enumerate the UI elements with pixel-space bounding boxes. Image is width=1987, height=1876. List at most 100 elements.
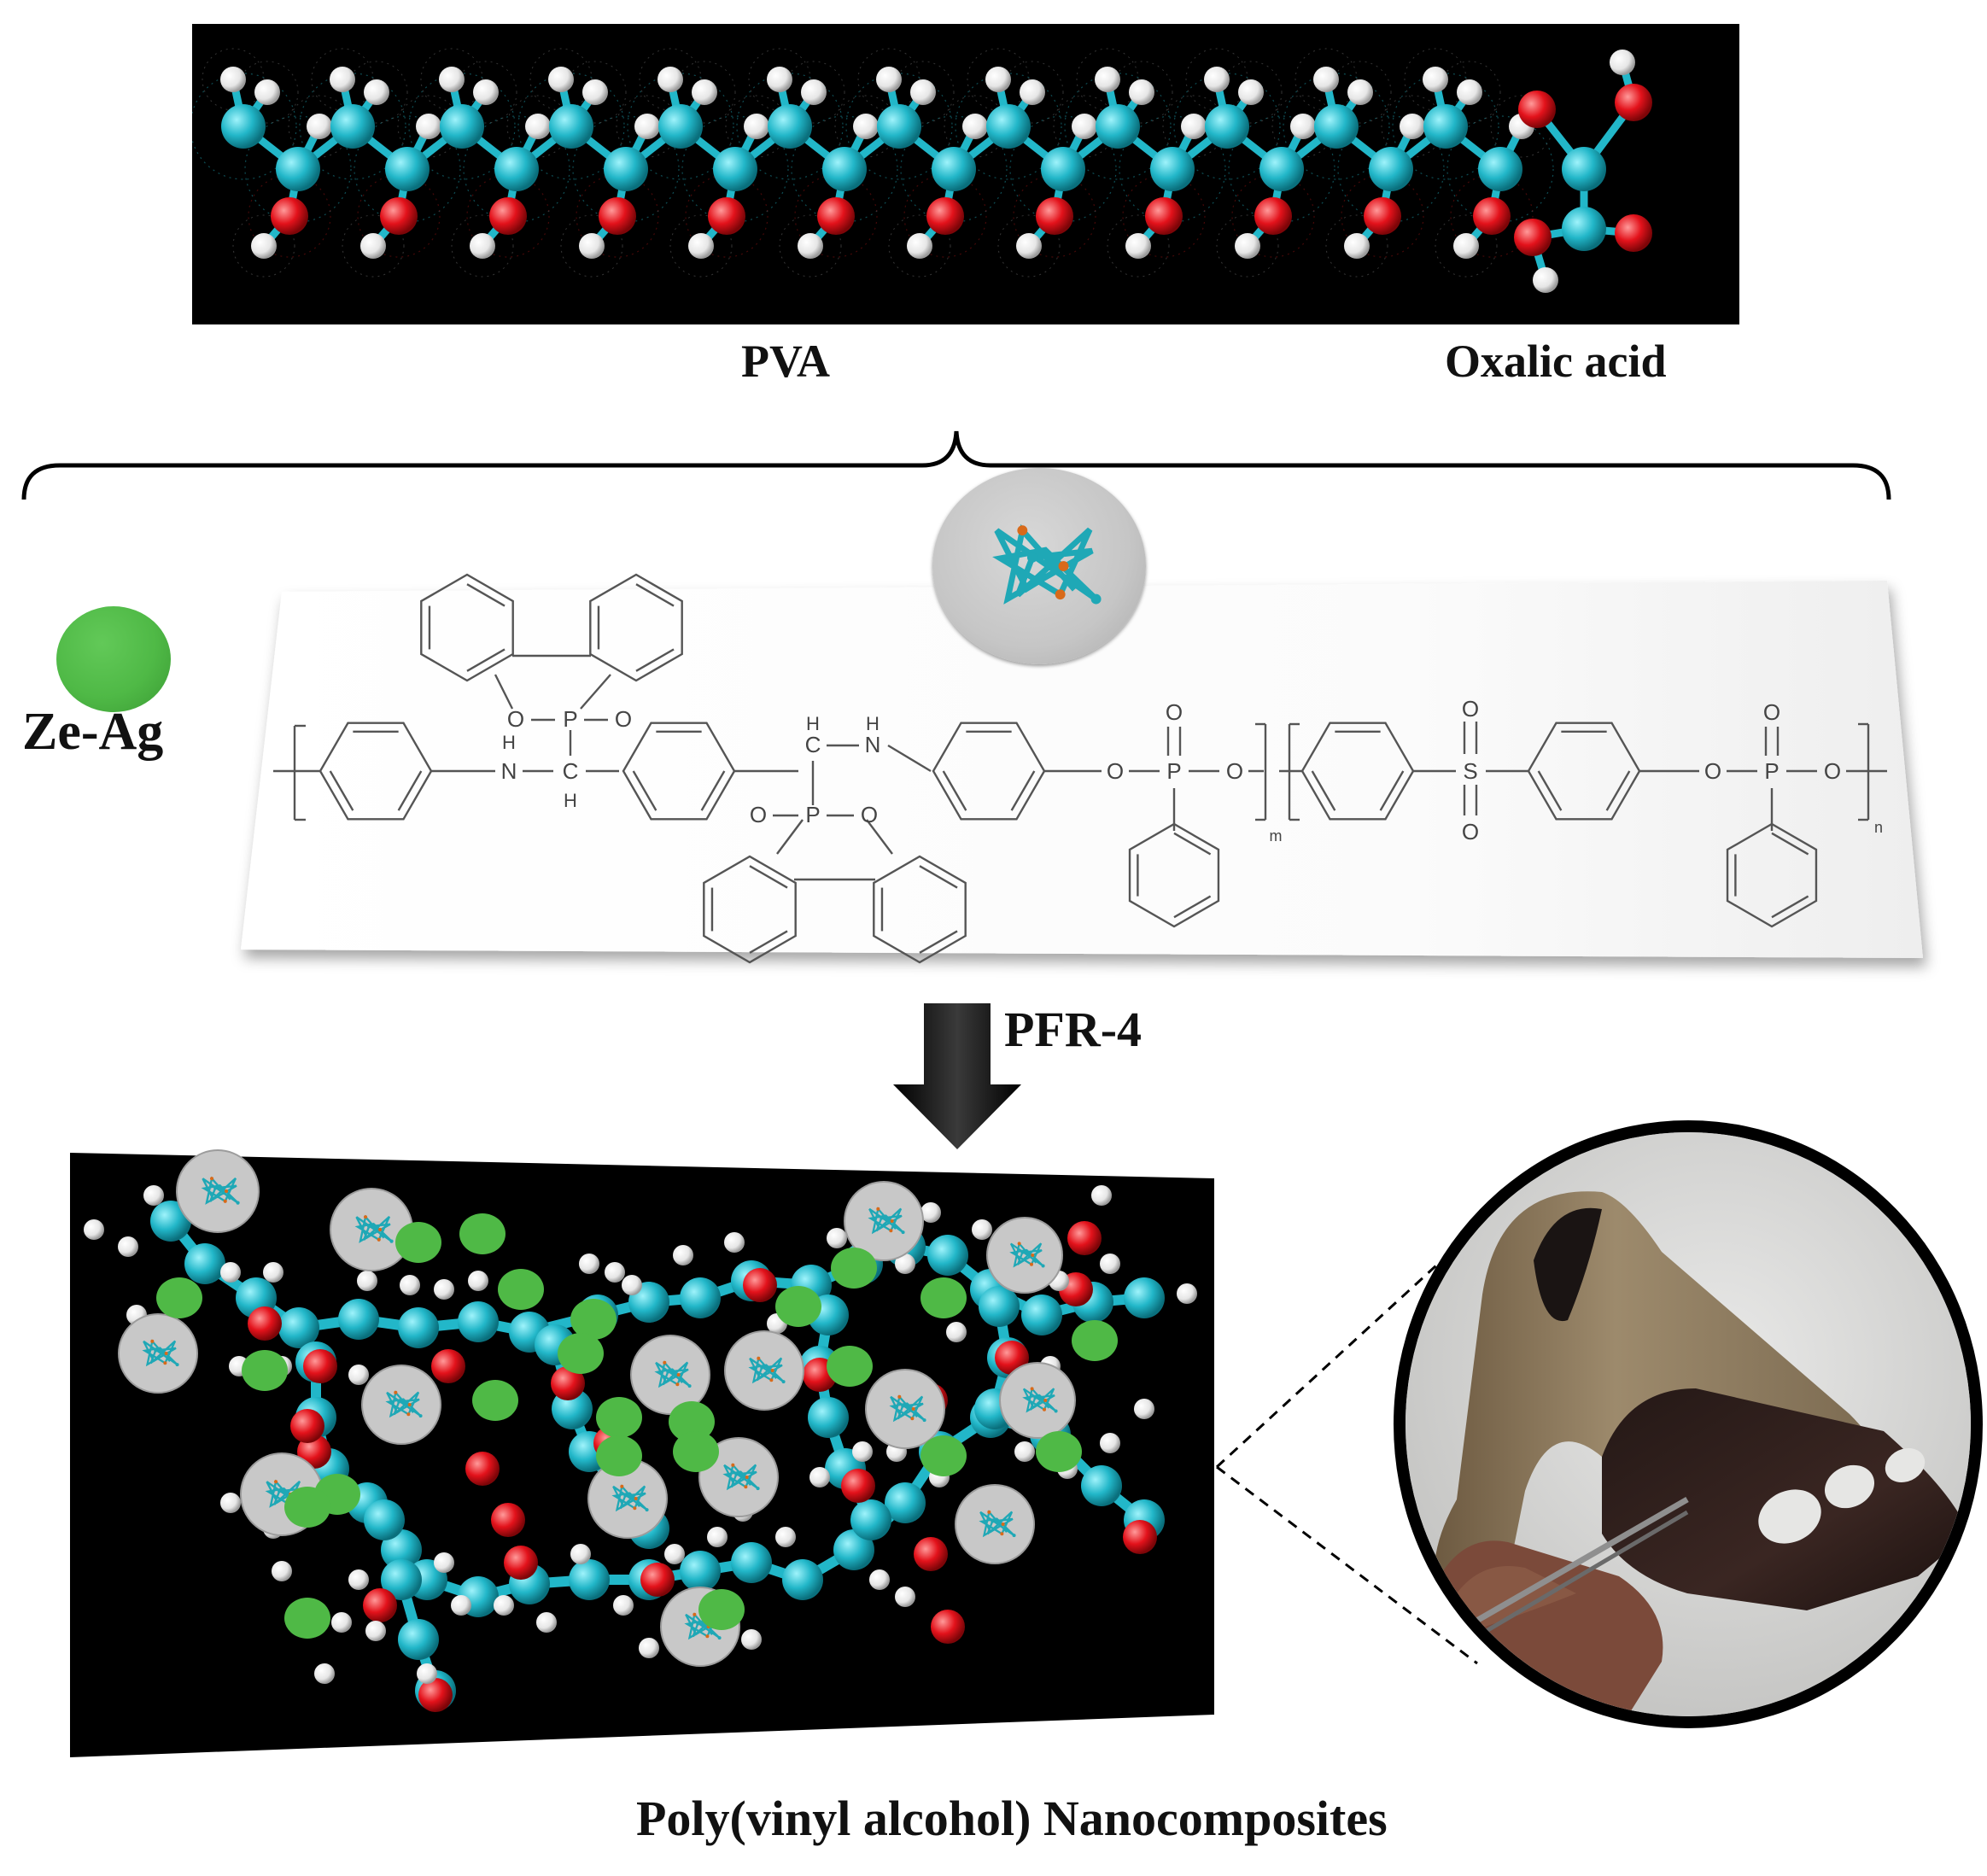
network-atom xyxy=(1021,1294,1062,1335)
pva-atom xyxy=(385,147,430,191)
benzene-ring xyxy=(319,722,433,821)
reaction-arrow xyxy=(893,1003,1021,1149)
oxalic-atom xyxy=(1610,50,1635,75)
network-atom xyxy=(1081,1465,1122,1506)
pva-atom xyxy=(767,67,792,92)
pva-atom xyxy=(768,104,812,149)
ze-ag-dot xyxy=(673,1431,719,1472)
pva-atom xyxy=(439,67,465,92)
pfr4-particle xyxy=(932,468,1146,664)
pva-atom xyxy=(744,114,769,139)
pva-atom xyxy=(1259,147,1304,191)
nanocomposite-network xyxy=(84,1149,1197,1712)
ze-ag-particle xyxy=(56,606,171,712)
ze-ag-dot xyxy=(284,1487,330,1528)
pva-atom xyxy=(932,147,976,191)
pfr-particle xyxy=(176,1149,260,1233)
oxalic-acid-label: Oxalic acid xyxy=(1445,336,1667,387)
network-atom xyxy=(434,1279,454,1300)
atom-label: O xyxy=(1704,758,1721,784)
atom-label: P xyxy=(1166,758,1181,784)
oxalic-atom xyxy=(1615,214,1652,252)
oxalic-atom xyxy=(1562,207,1606,251)
pva-atom xyxy=(1238,79,1264,105)
pva-atom xyxy=(548,67,574,92)
pva-atom xyxy=(1096,104,1140,149)
pva-atom xyxy=(713,147,757,191)
network-atom xyxy=(931,1610,965,1644)
atom-label: O xyxy=(1763,699,1780,725)
atom-label: O xyxy=(750,802,767,827)
network-atom xyxy=(536,1612,557,1633)
ze-ag-dot xyxy=(920,1277,967,1318)
atom-label: C xyxy=(563,758,579,784)
network-atom xyxy=(290,1409,324,1443)
atom-label: N xyxy=(501,758,517,784)
network-atom xyxy=(895,1587,915,1607)
pva-atom xyxy=(1205,104,1249,149)
pfr4-structure-sheet xyxy=(241,581,1923,958)
pfr4-label: PFR-4 xyxy=(1004,1002,1143,1057)
network-atom xyxy=(398,1307,439,1348)
ze-ag-dot xyxy=(920,1435,967,1476)
ze-ag-dot xyxy=(698,1589,745,1630)
network-atom xyxy=(417,1663,437,1684)
pva-atom xyxy=(1478,147,1522,191)
pva-atom xyxy=(817,197,855,235)
pva-atom xyxy=(907,233,932,259)
benzene-ring xyxy=(703,855,797,964)
pva-chain-model xyxy=(192,48,1554,278)
pva-atom xyxy=(692,79,717,105)
pva-atom xyxy=(364,79,389,105)
network-atom xyxy=(946,1322,967,1342)
ze-ag-dot xyxy=(669,1401,715,1442)
network-atom xyxy=(431,1349,465,1383)
ze-ag-dot xyxy=(596,1435,642,1476)
network-atom xyxy=(808,1397,849,1438)
network-atom xyxy=(741,1629,762,1650)
ze-ag-dot xyxy=(831,1248,877,1289)
pva-atom xyxy=(221,104,266,149)
atom-label: O xyxy=(861,802,878,827)
network-atom xyxy=(1177,1283,1197,1304)
network-atom xyxy=(639,1638,659,1658)
network-atom xyxy=(743,1268,777,1302)
network-atom xyxy=(979,1286,1020,1327)
network-atom xyxy=(570,1544,591,1564)
network-atom xyxy=(920,1202,941,1223)
pva-atom xyxy=(599,197,636,235)
network-atom xyxy=(272,1561,292,1581)
network-atom xyxy=(220,1493,241,1513)
network-atom xyxy=(972,1219,992,1240)
pva-atom xyxy=(910,79,936,105)
atom-label: O xyxy=(1107,758,1124,784)
pfr-particle xyxy=(865,1369,945,1449)
pva-atom xyxy=(1125,233,1151,259)
pva-atom xyxy=(525,114,551,139)
network-atom xyxy=(640,1563,675,1597)
network-atom xyxy=(451,1595,471,1616)
oxalic-atom xyxy=(1518,91,1556,128)
network-atom xyxy=(579,1254,599,1274)
network-atom xyxy=(731,1542,772,1583)
network-atom xyxy=(494,1595,514,1616)
benzene-ring xyxy=(420,573,514,682)
pva-atom xyxy=(1254,197,1292,235)
ze-ag-dot xyxy=(395,1222,441,1263)
pva-atom xyxy=(1041,147,1085,191)
pva-oxalic-panel xyxy=(192,24,1739,324)
network-atom xyxy=(398,1619,439,1660)
network-atom xyxy=(869,1569,890,1590)
network-atom xyxy=(1100,1254,1120,1274)
pva-atom xyxy=(254,79,280,105)
pva-atom xyxy=(1423,104,1468,149)
network-atom xyxy=(1091,1185,1112,1206)
pva-atom xyxy=(1344,233,1370,259)
pva-atom xyxy=(579,233,605,259)
pva-atom xyxy=(801,79,827,105)
network-atom xyxy=(303,1349,337,1383)
pva-atom xyxy=(380,197,418,235)
network-atom xyxy=(381,1529,422,1570)
pfr-particle xyxy=(955,1484,1035,1564)
